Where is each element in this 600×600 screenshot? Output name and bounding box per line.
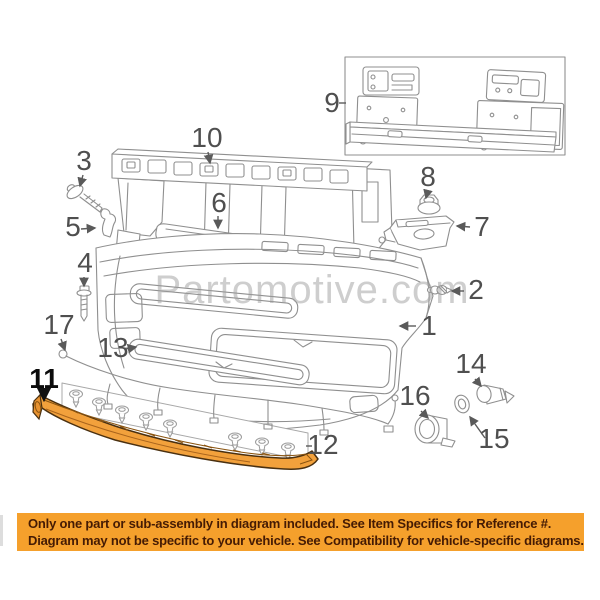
callouts: 1 2 3 4 5 6 7 8 9 10 11 12 13 14 15 16 1 — [29, 87, 509, 460]
callout-5-arrow — [81, 223, 97, 234]
part-15-sensor-ring — [453, 393, 472, 414]
callout-14-label: 14 — [455, 348, 486, 379]
part-8-flange-nut — [418, 195, 440, 214]
part-4-bolt — [77, 286, 91, 321]
bumper-upper-slots — [262, 241, 396, 260]
callout-15-arrow — [469, 415, 485, 438]
tow-hook-opening — [349, 395, 378, 413]
callout-12-label: 12 — [307, 429, 338, 460]
reinforcement-bar — [346, 122, 556, 152]
callout-2-label: 2 — [468, 274, 484, 305]
callout-3-arrow — [77, 175, 87, 188]
callout-15-label: 15 — [478, 423, 509, 454]
part-2-bulb — [428, 286, 453, 295]
part-7-bracket — [384, 216, 454, 250]
fog-lamp-area — [106, 293, 143, 348]
valance-tip-detail — [300, 454, 312, 464]
disclaimer-line-1: Only one part or sub-assembly in diagram… — [28, 516, 552, 531]
callout-5-label: 5 — [65, 211, 81, 242]
callout-16-arrow — [418, 408, 430, 420]
part-3-screw — [65, 183, 102, 212]
callout-16-label: 16 — [399, 380, 430, 411]
valance-slots — [70, 409, 270, 455]
part-9-outline-box — [345, 57, 565, 155]
panel-band — [112, 154, 367, 191]
callout-3-label: 3 — [76, 145, 92, 176]
valance-body — [33, 395, 318, 469]
left-edge-artifact — [0, 515, 3, 546]
callout-9-label: 9 — [324, 87, 340, 118]
callout-17-arrow — [57, 339, 67, 352]
callout-13-arrow — [126, 343, 138, 354]
callout-7-label: 7 — [474, 211, 490, 242]
callout-1-label: 1 — [421, 310, 437, 341]
bracket-top-left — [363, 67, 419, 95]
part-17-harness — [59, 350, 398, 435]
callout-13-label: 13 — [97, 332, 128, 363]
disclaimer-line-2: Diagram may not be specific to your vehi… — [28, 533, 584, 548]
callout-10-label: 10 — [191, 122, 222, 153]
part-16-sensor-holder — [415, 415, 455, 447]
disclaimer-banner: Only one part or sub-assembly in diagram… — [17, 513, 584, 551]
callout-11-label: 11 — [29, 363, 59, 394]
part-14-park-sensor — [475, 384, 514, 404]
part-9-reinforcement-kit — [345, 57, 565, 155]
panel-slots — [122, 159, 348, 183]
bracket-top-right — [486, 70, 545, 103]
callout-8-label: 8 — [420, 161, 436, 192]
callout-6-label: 6 — [211, 187, 227, 218]
watermark-text: Partomotive.com — [154, 268, 469, 312]
callout-8-arrow — [423, 188, 433, 200]
valance-lower-line — [46, 409, 250, 462]
part-5-clip — [101, 209, 116, 237]
part-11-valance-highlighted — [33, 395, 318, 469]
callout-4-label: 4 — [77, 247, 93, 278]
callout-17-label: 17 — [43, 309, 74, 340]
callout-7-arrow — [455, 221, 470, 232]
callout-10-arrow — [203, 152, 214, 165]
callout-14-arrow — [471, 376, 482, 388]
